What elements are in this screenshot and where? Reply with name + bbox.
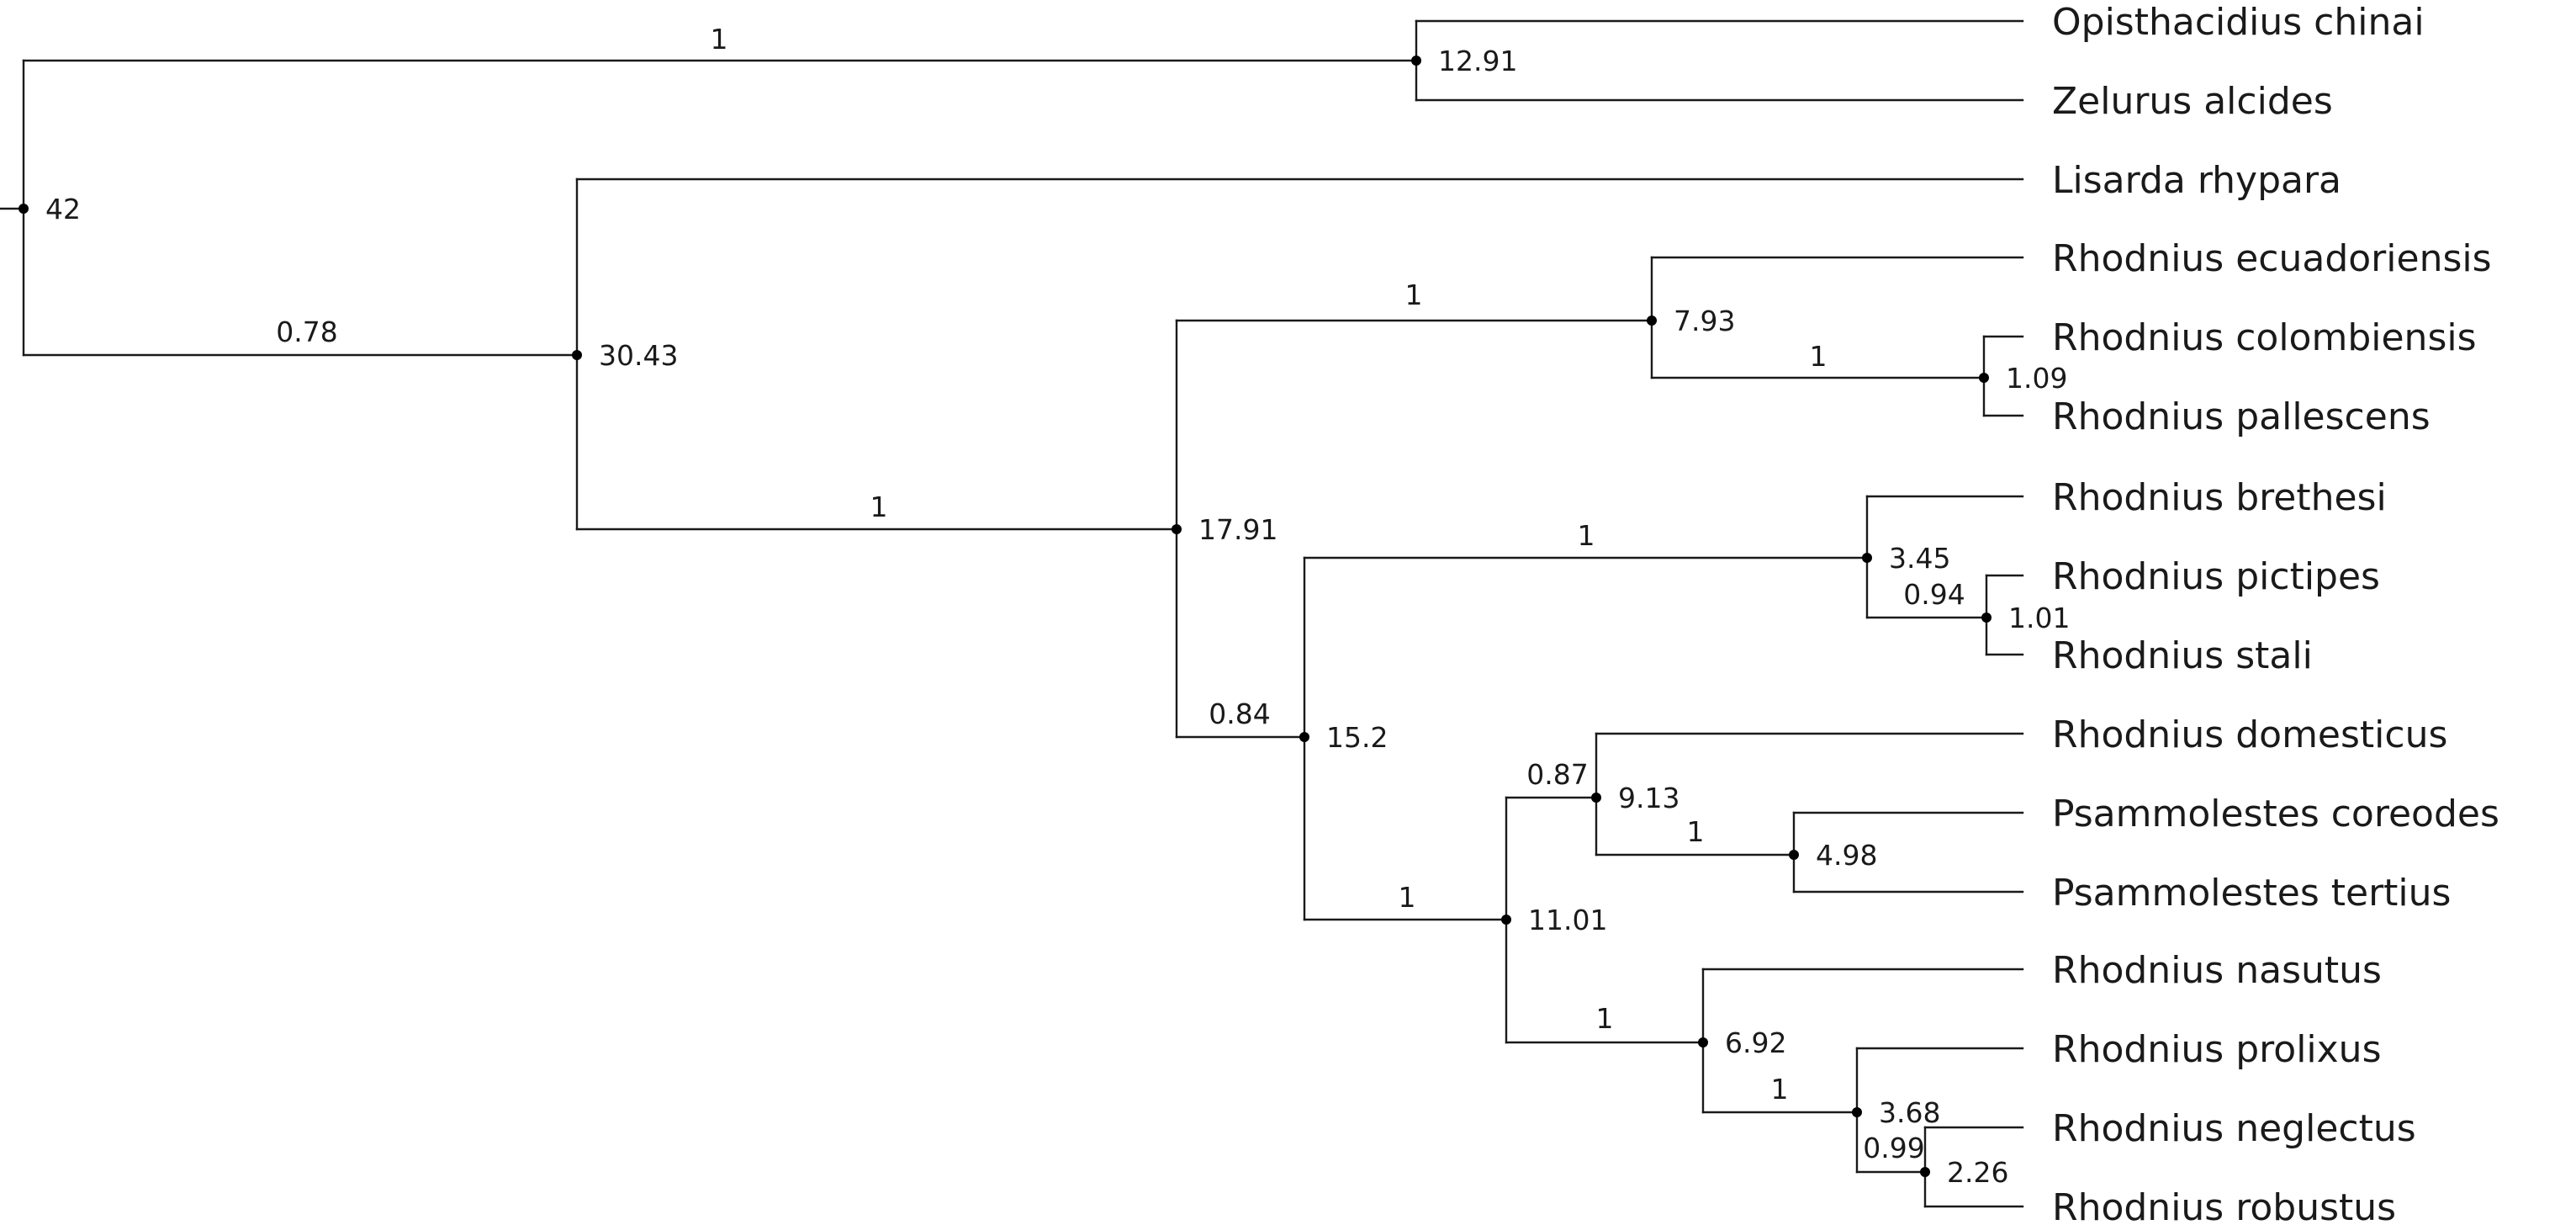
node-dot-neglectus_robustus bbox=[1920, 1167, 1930, 1177]
node-age-rhodniini: 17.91 bbox=[1198, 513, 1277, 546]
taxon-label-7: Rhodnius pictipes bbox=[2052, 555, 2380, 598]
node-age-psammolestes: 4.98 bbox=[1816, 839, 1877, 872]
node-age-pallescens_group: 7.93 bbox=[1674, 305, 1735, 337]
taxon-label-11: Psammolestes tertius bbox=[2052, 872, 2451, 915]
support-value-pictipes_stali: 0.94 bbox=[1903, 578, 1965, 611]
node-dot-pallescens_group bbox=[1647, 316, 1657, 326]
node-dot-pictipes_prolixus_groups bbox=[1299, 732, 1309, 742]
node-age-colombiensis_pallescens: 1.09 bbox=[2006, 362, 2067, 395]
tree-branches bbox=[0, 19, 2024, 1208]
node-dot-pictipes_group bbox=[1862, 553, 1872, 563]
support-value-pallescens_group: 1 bbox=[1405, 278, 1423, 311]
support-value-nasutus_robustus: 1 bbox=[1596, 1002, 1614, 1035]
support-value-psammolestes: 1 bbox=[1687, 815, 1705, 848]
node-age-opisthacidius_zelurus: 12.91 bbox=[1438, 45, 1517, 77]
node-age-nasutus_robustus: 6.92 bbox=[1725, 1026, 1786, 1059]
node-age-domesticus_psammolestes: 9.13 bbox=[1618, 782, 1679, 814]
taxon-label-12: Rhodnius nasutus bbox=[2052, 949, 2382, 992]
node-dot-rhodniini bbox=[1172, 524, 1182, 534]
node-dot-prolixus_robustus bbox=[1852, 1107, 1862, 1117]
node-dot-domesticus_psammolestes bbox=[1591, 793, 1601, 803]
support-value-opisthacidius_zelurus: 1 bbox=[711, 23, 728, 56]
support-value-prolixus_group: 1 bbox=[1399, 881, 1416, 914]
taxon-label-6: Rhodnius brethesi bbox=[2052, 476, 2387, 519]
support-value-rhodniini: 1 bbox=[870, 491, 888, 523]
taxon-label-3: Rhodnius ecuadoriensis bbox=[2052, 237, 2492, 280]
node-dot-nasutus_robustus bbox=[1698, 1037, 1708, 1047]
taxon-label-4: Rhodnius colombiensis bbox=[2052, 316, 2477, 359]
node-dot-ingroup_lisarda bbox=[572, 350, 582, 360]
taxon-label-14: Rhodnius neglectus bbox=[2052, 1107, 2416, 1150]
node-age-pictipes_group: 3.45 bbox=[1889, 542, 1950, 575]
taxon-label-13: Rhodnius prolixus bbox=[2052, 1028, 2382, 1071]
taxon-label-9: Rhodnius domesticus bbox=[2052, 713, 2447, 756]
node-age-neglectus_robustus: 2.26 bbox=[1947, 1156, 2008, 1189]
support-value-colombiensis_pallescens: 1 bbox=[1810, 340, 1828, 373]
support-value-ingroup_lisarda: 0.78 bbox=[276, 316, 337, 348]
support-value-neglectus_robustus: 0.99 bbox=[1863, 1132, 1924, 1164]
taxon-label-15: Rhodnius robustus bbox=[2052, 1186, 2396, 1225]
node-dot-opisthacidius_zelurus bbox=[1411, 56, 1421, 66]
node-age-prolixus_robustus: 3.68 bbox=[1879, 1096, 1940, 1129]
node-age-prolixus_group: 11.01 bbox=[1528, 904, 1607, 936]
node-dot-prolixus_group bbox=[1501, 915, 1511, 925]
support-value-domesticus_psammolestes: 0.87 bbox=[1526, 758, 1588, 791]
node-age-root: 42 bbox=[45, 193, 81, 225]
taxon-label-5: Rhodnius pallescens bbox=[2052, 395, 2431, 438]
node-dot-root bbox=[19, 204, 29, 214]
taxon-label-8: Rhodnius stali bbox=[2052, 634, 2313, 677]
taxon-label-1: Zelurus alcides bbox=[2052, 80, 2333, 123]
support-values: 1 0.78 1 1 1 0.84 1 0.94 1 0.87 1 1 1 0.99 bbox=[276, 23, 1965, 1164]
node-dot-pictipes_stali bbox=[1981, 612, 1992, 623]
node-age-pictipes_stali: 1.01 bbox=[2008, 602, 2070, 634]
node-ages: 12.91 1.09 7.93 1.01 3.45 4.98 9.13 2.263.68 6.9… bbox=[45, 45, 2070, 1189]
node-markers bbox=[19, 56, 1992, 1177]
node-age-ingroup_lisarda: 30.43 bbox=[599, 339, 678, 372]
taxon-label-2: Lisarda rhypara bbox=[2052, 159, 2341, 202]
support-value-prolixus_robustus: 1 bbox=[1771, 1073, 1789, 1106]
support-value-pictipes_group: 1 bbox=[1578, 519, 1595, 552]
node-dot-colombiensis_pallescens bbox=[1979, 373, 1989, 383]
taxon-label-0: Opisthacidius chinai bbox=[2052, 1, 2425, 44]
node-age-pictipes_prolixus_groups: 15.2 bbox=[1326, 721, 1388, 754]
node-dot-psammolestes bbox=[1789, 850, 1799, 860]
taxon-label-10: Psammolestes coreodes bbox=[2052, 793, 2499, 835]
support-value-pictipes_prolixus_groups: 0.84 bbox=[1209, 697, 1270, 730]
